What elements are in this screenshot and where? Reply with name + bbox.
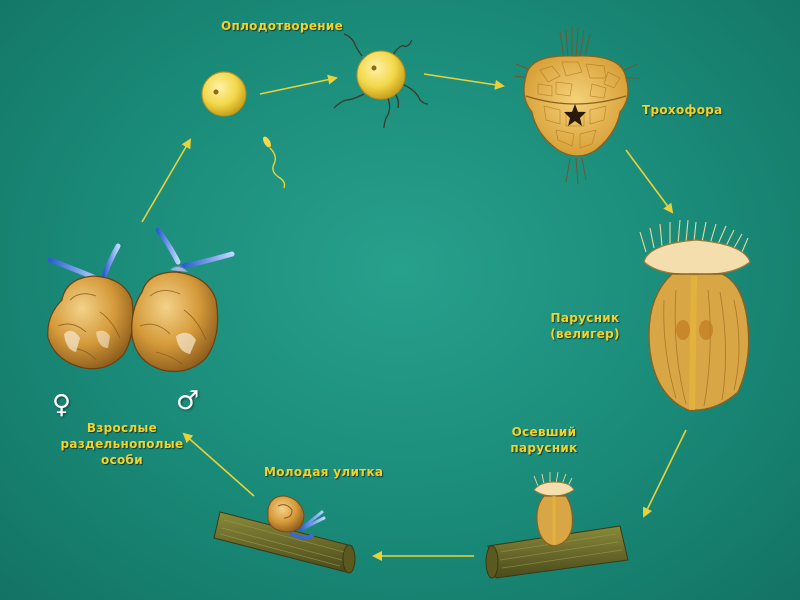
trochophore-larva [513, 26, 640, 185]
adult-snail-male [131, 227, 235, 373]
zygote [333, 33, 429, 129]
label-adults: Взрослые раздельнополые особи [52, 420, 192, 468]
label-adults-line1: Взрослые [86, 421, 158, 435]
label-veliger: Парусник (велигер) [544, 310, 626, 342]
young-snail-log [213, 511, 356, 574]
settled-veliger [533, 471, 575, 547]
label-settled-line1: Осевший [511, 425, 577, 439]
label-fertilization: Оплодотворение [221, 19, 344, 33]
label-veliger-line1: Парусник [550, 311, 620, 325]
egg-cell [201, 71, 247, 117]
adult-snail-female [47, 243, 134, 370]
label-adults-line3: особи [101, 453, 143, 467]
young-snail [267, 495, 326, 540]
female-symbol-icon: ♀ [52, 390, 72, 420]
label-settled-line2: парусник [510, 441, 578, 455]
label-young-snail: Молодая улитка [264, 465, 384, 479]
label-veliger-line2: (велигер) [550, 327, 620, 341]
arrow-egg-to-zygote [259, 74, 338, 95]
arrow-trochophore-to-veliger [625, 149, 674, 214]
cycle-arrows [141, 73, 687, 561]
sperm-cell [263, 136, 286, 189]
label-settled-veliger: Осевший парусник [496, 424, 592, 456]
arrow-zygote-to-trochophore [423, 73, 505, 90]
veliger-larva [639, 219, 751, 411]
arrow-young-to-adults [182, 432, 255, 497]
label-trochophore: Трохофора [642, 103, 723, 117]
arrow-veliger-to-settled [643, 429, 687, 518]
label-adults-line2: раздельнополые [60, 437, 184, 451]
arrow-adults-to-egg [141, 138, 192, 223]
male-symbol-icon: ♂ [176, 386, 200, 416]
